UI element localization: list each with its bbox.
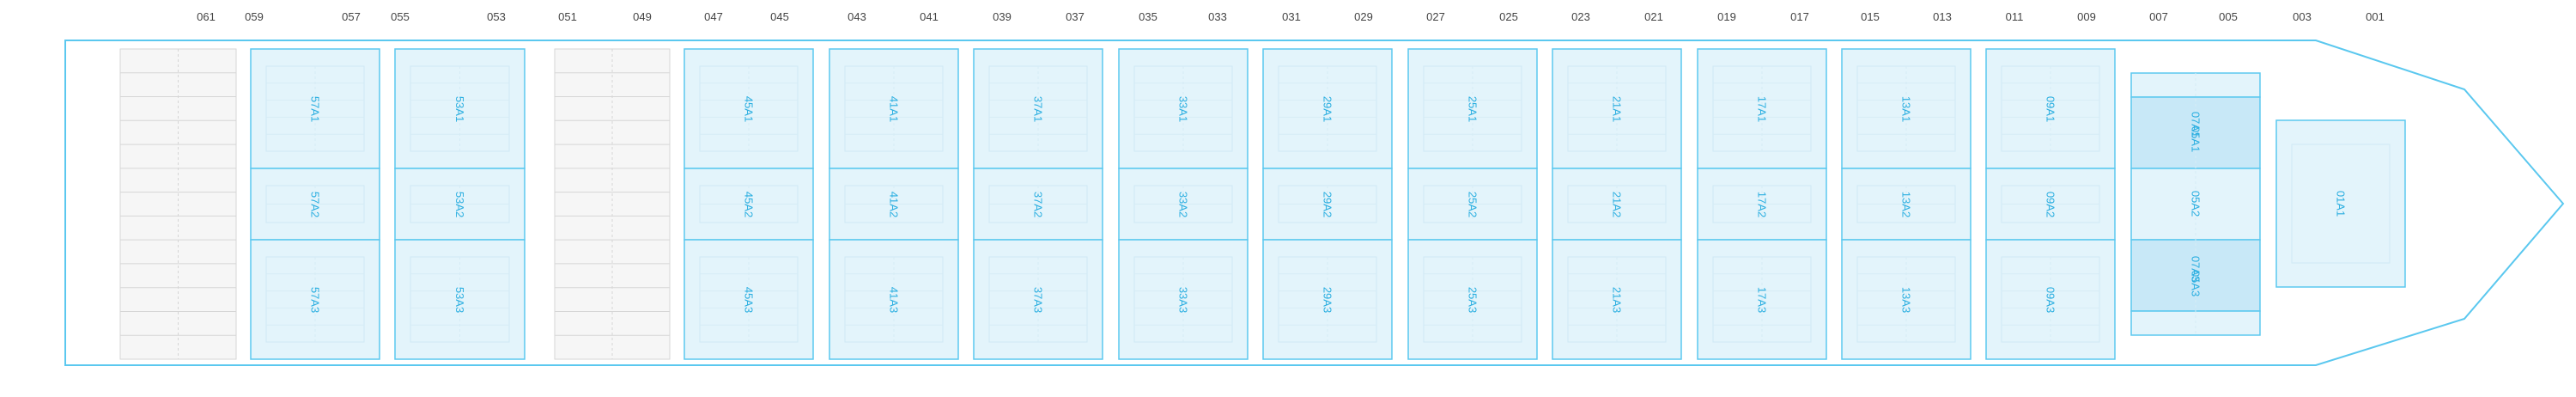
bay-number: 059: [245, 10, 264, 23]
bay-number: 061: [197, 10, 216, 23]
hatch-label: 21A3: [1610, 286, 1624, 313]
hatch-label: 13A3: [1899, 286, 1913, 313]
bow-slot-grid: [2291, 144, 2391, 264]
hatch-label: 33A2: [1176, 191, 1190, 217]
bay-number: 003: [2293, 10, 2312, 23]
bay-number: 053: [487, 10, 506, 23]
hatch-label: 57A1: [308, 95, 322, 122]
hatch-label: 41A2: [887, 191, 901, 217]
bay-061: [119, 48, 237, 360]
hatch-label: 45A2: [742, 191, 756, 217]
hatch-label: 17A3: [1755, 286, 1769, 313]
hatch-label: 05A2: [2189, 190, 2202, 217]
bay-number: 027: [1426, 10, 1445, 23]
hatch-label: 33A1: [1176, 95, 1190, 122]
hatch-label: 13A1: [1899, 95, 1913, 122]
hatch-label: 01A1: [2334, 190, 2348, 217]
bay-number: 045: [770, 10, 789, 23]
hatch-label: 53A1: [453, 95, 466, 122]
hatch-label: 41A3: [887, 286, 901, 313]
hatch-label: 25A1: [1466, 95, 1479, 122]
hatch-label: 09A1: [2044, 95, 2057, 122]
hatch-label: 09A3: [2044, 286, 2057, 313]
hatch-label: 17A1: [1755, 95, 1769, 122]
bay-number: 005: [2219, 10, 2238, 23]
bay-number: 019: [1717, 10, 1736, 23]
hatch-label: 29A1: [1321, 95, 1334, 122]
bay-number: 001: [2366, 10, 2385, 23]
hatch-label: 33A3: [1176, 286, 1190, 313]
bay-number: 055: [391, 10, 410, 23]
hatch-label: 37A1: [1031, 95, 1045, 122]
bay-051: [554, 48, 671, 360]
bay-number: 023: [1571, 10, 1590, 23]
hatch-label: 57A3: [308, 286, 322, 313]
hatch-label: 07A3: [2189, 255, 2202, 283]
hatch-label: 21A1: [1610, 95, 1624, 122]
hatch-label: 13A2: [1899, 191, 1913, 217]
hatch-label: 53A3: [453, 286, 466, 313]
hatch-label: 07A1: [2189, 111, 2202, 138]
hatch-label: 45A1: [742, 95, 756, 122]
hatch-label: 53A2: [453, 191, 466, 217]
hatch-label: 25A2: [1466, 191, 1479, 217]
hatch-label: 57A2: [308, 191, 322, 217]
bay-number: 009: [2077, 10, 2096, 23]
bay-number: 051: [558, 10, 577, 23]
hatch-cell: [1841, 48, 1971, 169]
hatch-label: 29A2: [1321, 191, 1334, 217]
bay-number: 029: [1354, 10, 1373, 23]
bay-number: 017: [1790, 10, 1809, 23]
bay-number: 057: [342, 10, 361, 23]
bay-number: 015: [1861, 10, 1880, 23]
hatch-label: 09A2: [2044, 191, 2057, 217]
bay-number: 049: [633, 10, 652, 23]
hatch-label: 05A1: [2189, 125, 2202, 153]
bay-number: 021: [1644, 10, 1663, 23]
hatch-label: 37A3: [1031, 286, 1045, 313]
bay-number: 031: [1282, 10, 1301, 23]
bow-hatch-cell: [2275, 119, 2406, 288]
bay-number: 041: [920, 10, 939, 23]
hatch-label: 05A3: [2189, 270, 2202, 297]
hatch-label: 25A3: [1466, 286, 1479, 313]
hatch-label: 37A2: [1031, 191, 1045, 217]
bay-number: 047: [704, 10, 723, 23]
hatch-label: 45A3: [742, 286, 756, 313]
bay-number: 011: [2005, 10, 2024, 23]
bay-number: 043: [848, 10, 866, 23]
bay-number: 025: [1499, 10, 1518, 23]
bay-number: 039: [993, 10, 1012, 23]
hatch-cell: [394, 48, 526, 169]
bay-number: 037: [1066, 10, 1084, 23]
bay-number: 013: [1933, 10, 1952, 23]
bay-number: 033: [1208, 10, 1227, 23]
bay-number: 035: [1139, 10, 1157, 23]
bay-number: 007: [2149, 10, 2168, 23]
hatch-label: 41A1: [887, 95, 901, 122]
hatch-label: 29A3: [1321, 286, 1334, 313]
hatch-label: 17A2: [1755, 191, 1769, 217]
hatch-label: 21A2: [1610, 191, 1624, 217]
